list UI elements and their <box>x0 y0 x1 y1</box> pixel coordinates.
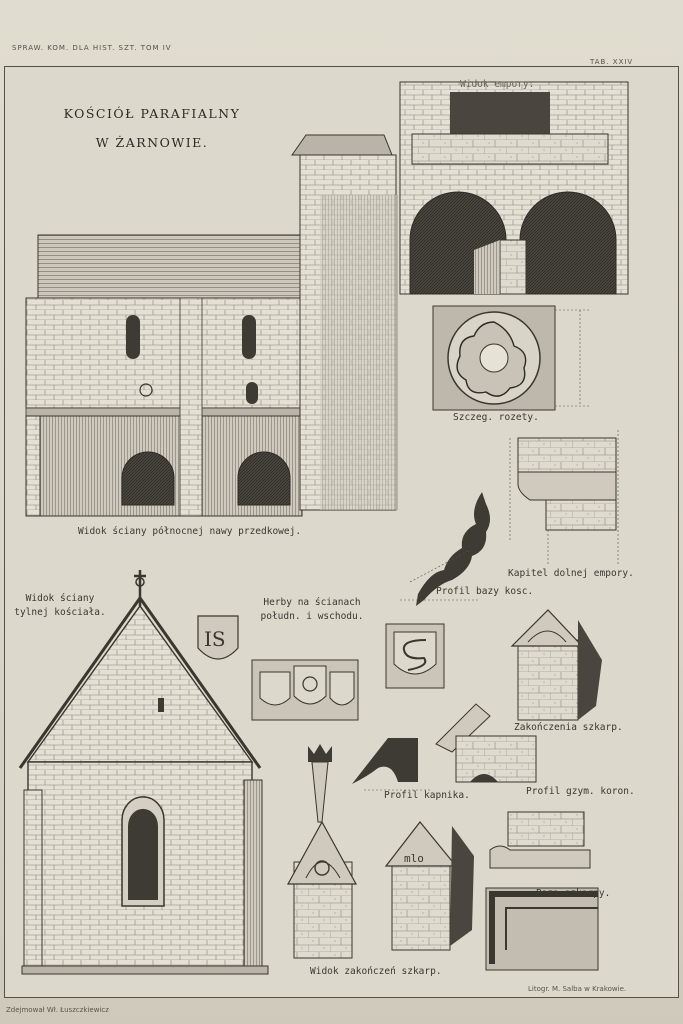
caption-rosette: Szczeg. rozety. <box>453 412 539 423</box>
rear-wall-gable <box>18 570 269 975</box>
svg-text:IS: IS <box>204 627 226 651</box>
caption-coats-of-arms: Herby na ścianach połudn. i wschodu. <box>250 596 374 624</box>
caption-buttress-end-view: Widok zakończeń szkarp. <box>310 966 442 977</box>
pinnacle-buttress <box>286 744 358 959</box>
caption-gallery-view: Widok empory. <box>460 79 535 90</box>
footer-surveyor: Zdejmował Wł. Łuszczkiewicz <box>6 1006 109 1014</box>
plate-number: TAB. XXIV <box>590 58 634 66</box>
caption-buttress-ends: Zakończenia szkarp. <box>514 722 623 733</box>
plate-title-line2: W ŻARNOWIE. <box>95 135 209 150</box>
buttress-end-model <box>510 609 602 721</box>
caption-coats-line2: połudn. i wschodu. <box>260 611 364 622</box>
svg-text:mlo: mlo <box>404 852 424 865</box>
base-profile <box>400 492 490 606</box>
north-wall-elevation <box>25 134 398 517</box>
buttress-base-detail <box>485 811 599 971</box>
coats-of-arms: IS <box>197 615 445 721</box>
gable-buttress: mlo <box>384 821 474 951</box>
caption-rear-wall-line1: Widok ściany <box>25 593 95 604</box>
caption-capital: Kapitel dolnej empory. <box>508 568 634 579</box>
gallery-elevation <box>399 81 629 295</box>
caption-coats-line1: Herby na ścianach <box>263 597 361 608</box>
capital-detail <box>509 430 619 565</box>
caption-cornice-profile: Profil gzym. koron. <box>526 786 635 797</box>
caption-rear-wall-line2: tylnej kościała. <box>14 607 106 618</box>
caption-drip-profile: Profil kapnika. <box>384 790 470 801</box>
caption-base-profile: Profil bazy kosc. <box>436 586 534 597</box>
rosette-detail <box>432 305 590 411</box>
caption-buttress-base: Baza szkarpy. <box>536 888 611 899</box>
cornice-profile <box>435 703 537 783</box>
plate-title-line1: KOŚCIÓŁ PARAFIALNY <box>63 106 241 121</box>
drip-profile <box>352 738 430 791</box>
caption-north-wall: Widok ściany północnej nawy przedkowej. <box>78 526 302 537</box>
series-header: SPRAW. KOM. DLA HIST. SZT. TOM IV <box>12 44 172 52</box>
caption-rear-wall: Widok ściany tylnej kościała. <box>12 592 108 620</box>
footer-lithographer: Litogr. M. Salba w Krakowie. <box>528 985 627 993</box>
